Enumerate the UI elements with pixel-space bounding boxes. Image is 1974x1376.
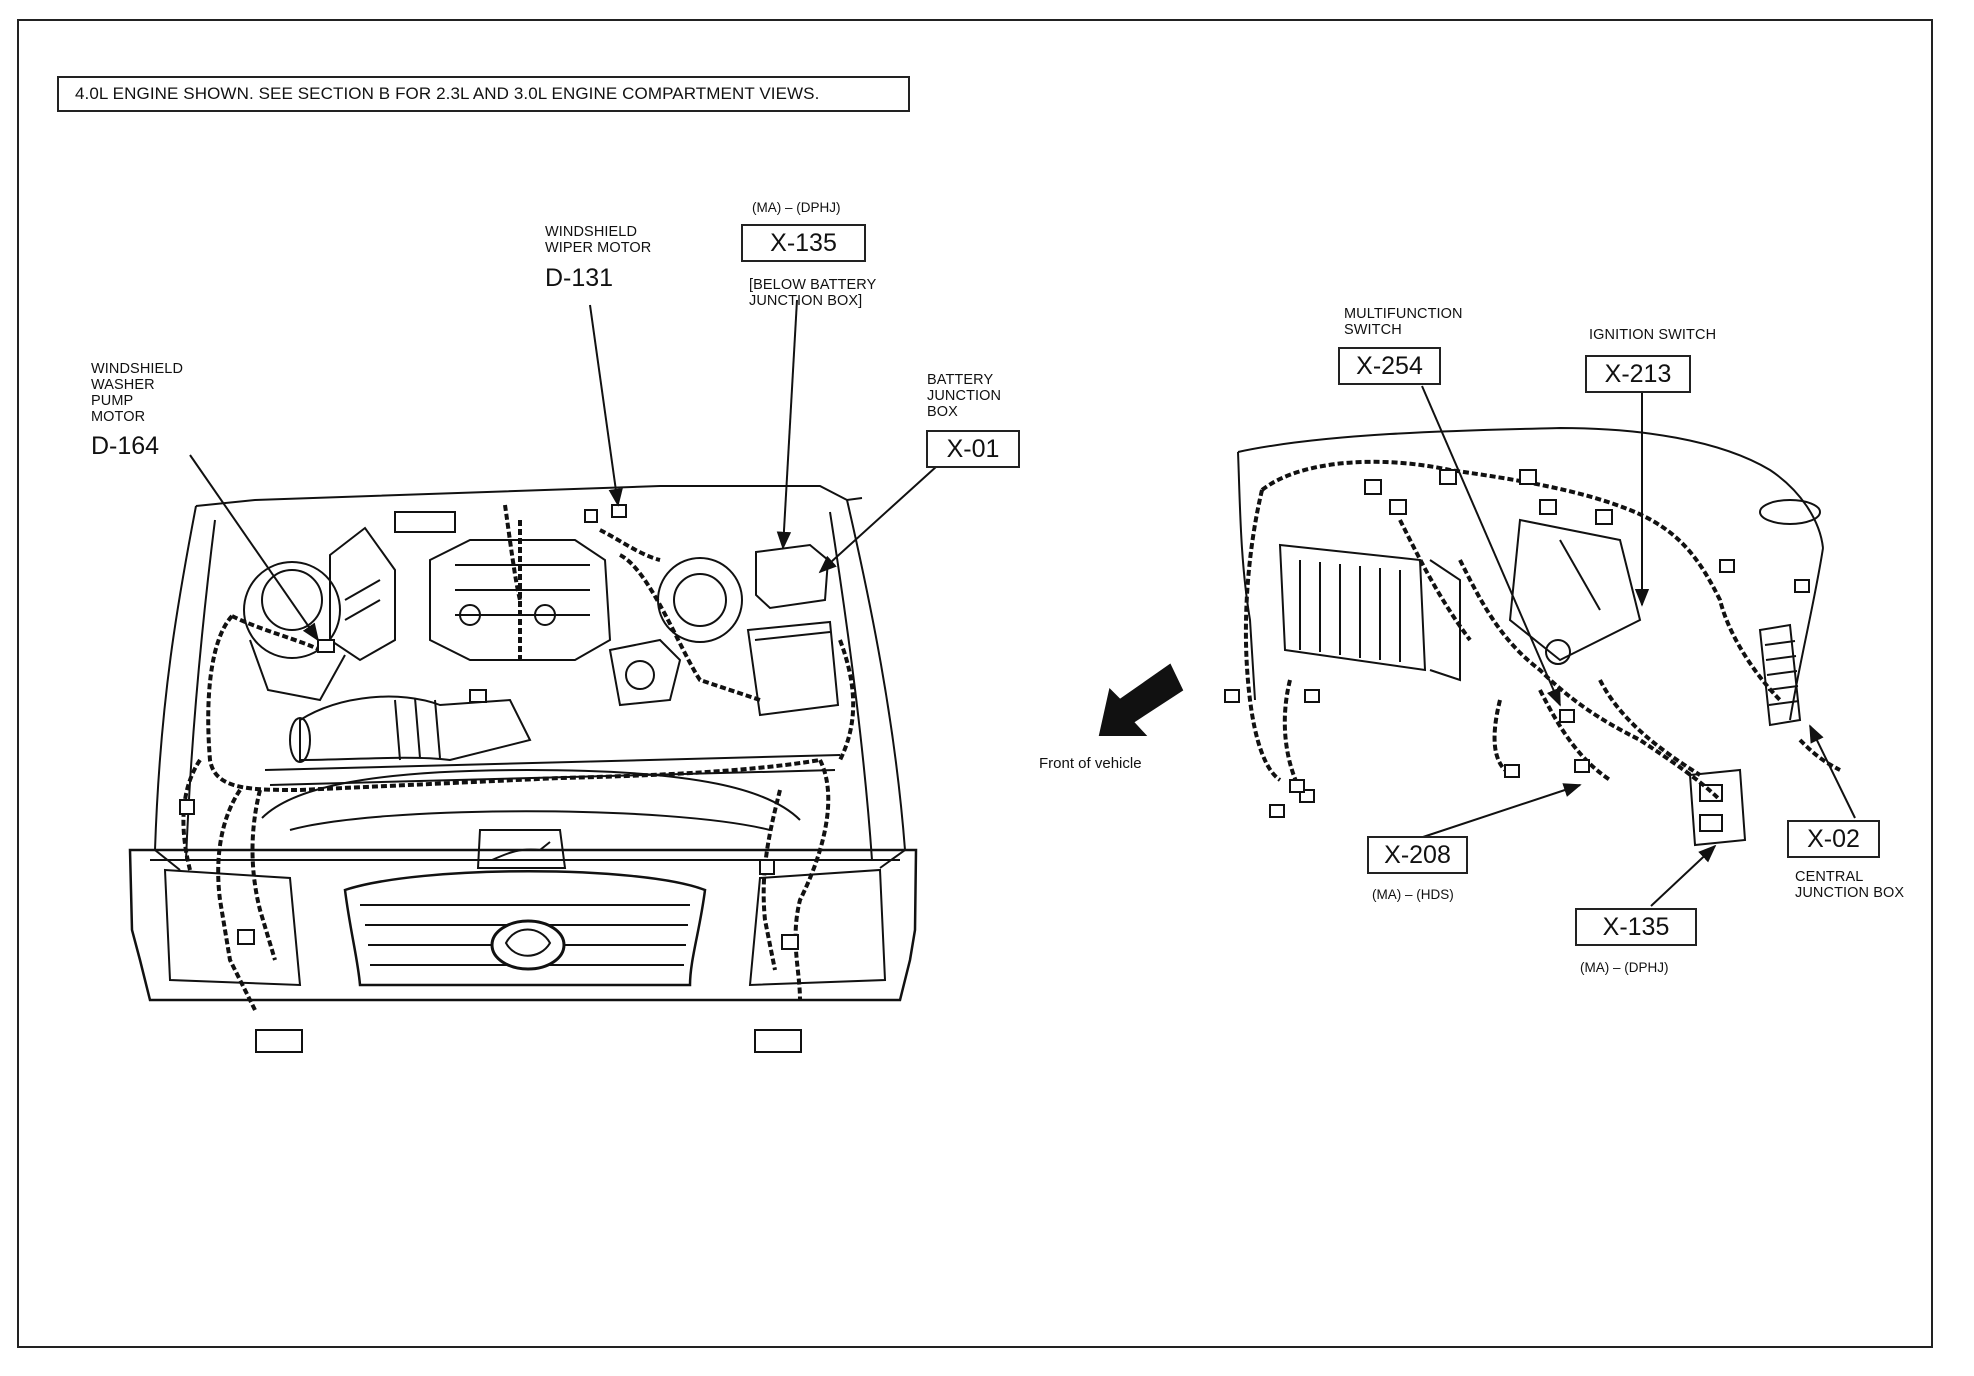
engine-note-text: 4.0L ENGINE SHOWN. SEE SECTION B FOR 2.3… bbox=[75, 84, 820, 103]
x01-code-box: X-01 bbox=[926, 430, 1020, 468]
washer-pump-label: WINDSHIELD WASHER PUMP MOTOR bbox=[91, 361, 184, 425]
x213-code: X-213 bbox=[1604, 360, 1672, 388]
x135-bottom-code-box: X-135 bbox=[1575, 908, 1697, 946]
engine-note-box: 4.0L ENGINE SHOWN. SEE SECTION B FOR 2.3… bbox=[57, 76, 910, 112]
engine-compartment-drawing bbox=[128, 485, 918, 1053]
dash-wiring-harness bbox=[1243, 459, 1841, 802]
dash-connectors bbox=[1224, 469, 1810, 818]
x135-top-code: X-135 bbox=[770, 229, 837, 257]
x135-bottom-qualifier: (MA) – (DPHJ) bbox=[1580, 960, 1669, 975]
washer-pump-code: D-164 bbox=[91, 432, 160, 460]
wiper-motor-code: D-131 bbox=[545, 264, 614, 292]
front-of-vehicle-label: Front of vehicle bbox=[1039, 755, 1142, 772]
x208-code-box: X-208 bbox=[1367, 836, 1468, 874]
drawing-frame bbox=[17, 19, 1933, 1348]
ignition-switch-label: IGNITION SWITCH bbox=[1589, 327, 1717, 343]
x208-code: X-208 bbox=[1384, 841, 1451, 869]
dash-panel-drawing bbox=[1237, 426, 1824, 847]
multifunction-switch-label: MULTIFUNCTION SWITCH bbox=[1344, 306, 1463, 338]
wiper-motor-label: WINDSHIELD WIPER MOTOR bbox=[545, 224, 652, 256]
x254-code-box: X-254 bbox=[1338, 347, 1441, 385]
engine-leader-lines bbox=[189, 299, 938, 642]
dash-leader-lines bbox=[1419, 385, 1856, 907]
x02-code-box: X-02 bbox=[1787, 820, 1880, 858]
x135-top-location: [BELOW BATTERY JUNCTION BOX] bbox=[749, 277, 877, 309]
battery-junction-box-label: BATTERY JUNCTION BOX bbox=[927, 372, 1002, 420]
engine-connectors bbox=[179, 504, 799, 950]
x135-bottom-code: X-135 bbox=[1602, 913, 1670, 941]
x135-top-qualifier: (MA) – (DPHJ) bbox=[752, 200, 841, 215]
x135-top-code-box: X-135 bbox=[741, 224, 866, 262]
x02-code: X-02 bbox=[1807, 825, 1860, 853]
x01-code: X-01 bbox=[946, 435, 1000, 463]
x213-code-box: X-213 bbox=[1585, 355, 1691, 393]
central-junction-box-label: CENTRAL JUNCTION BOX bbox=[1795, 869, 1905, 901]
x208-qualifier: (MA) – (HDS) bbox=[1372, 887, 1454, 902]
front-arrow-icon bbox=[1098, 663, 1184, 736]
x254-code: X-254 bbox=[1356, 352, 1423, 380]
